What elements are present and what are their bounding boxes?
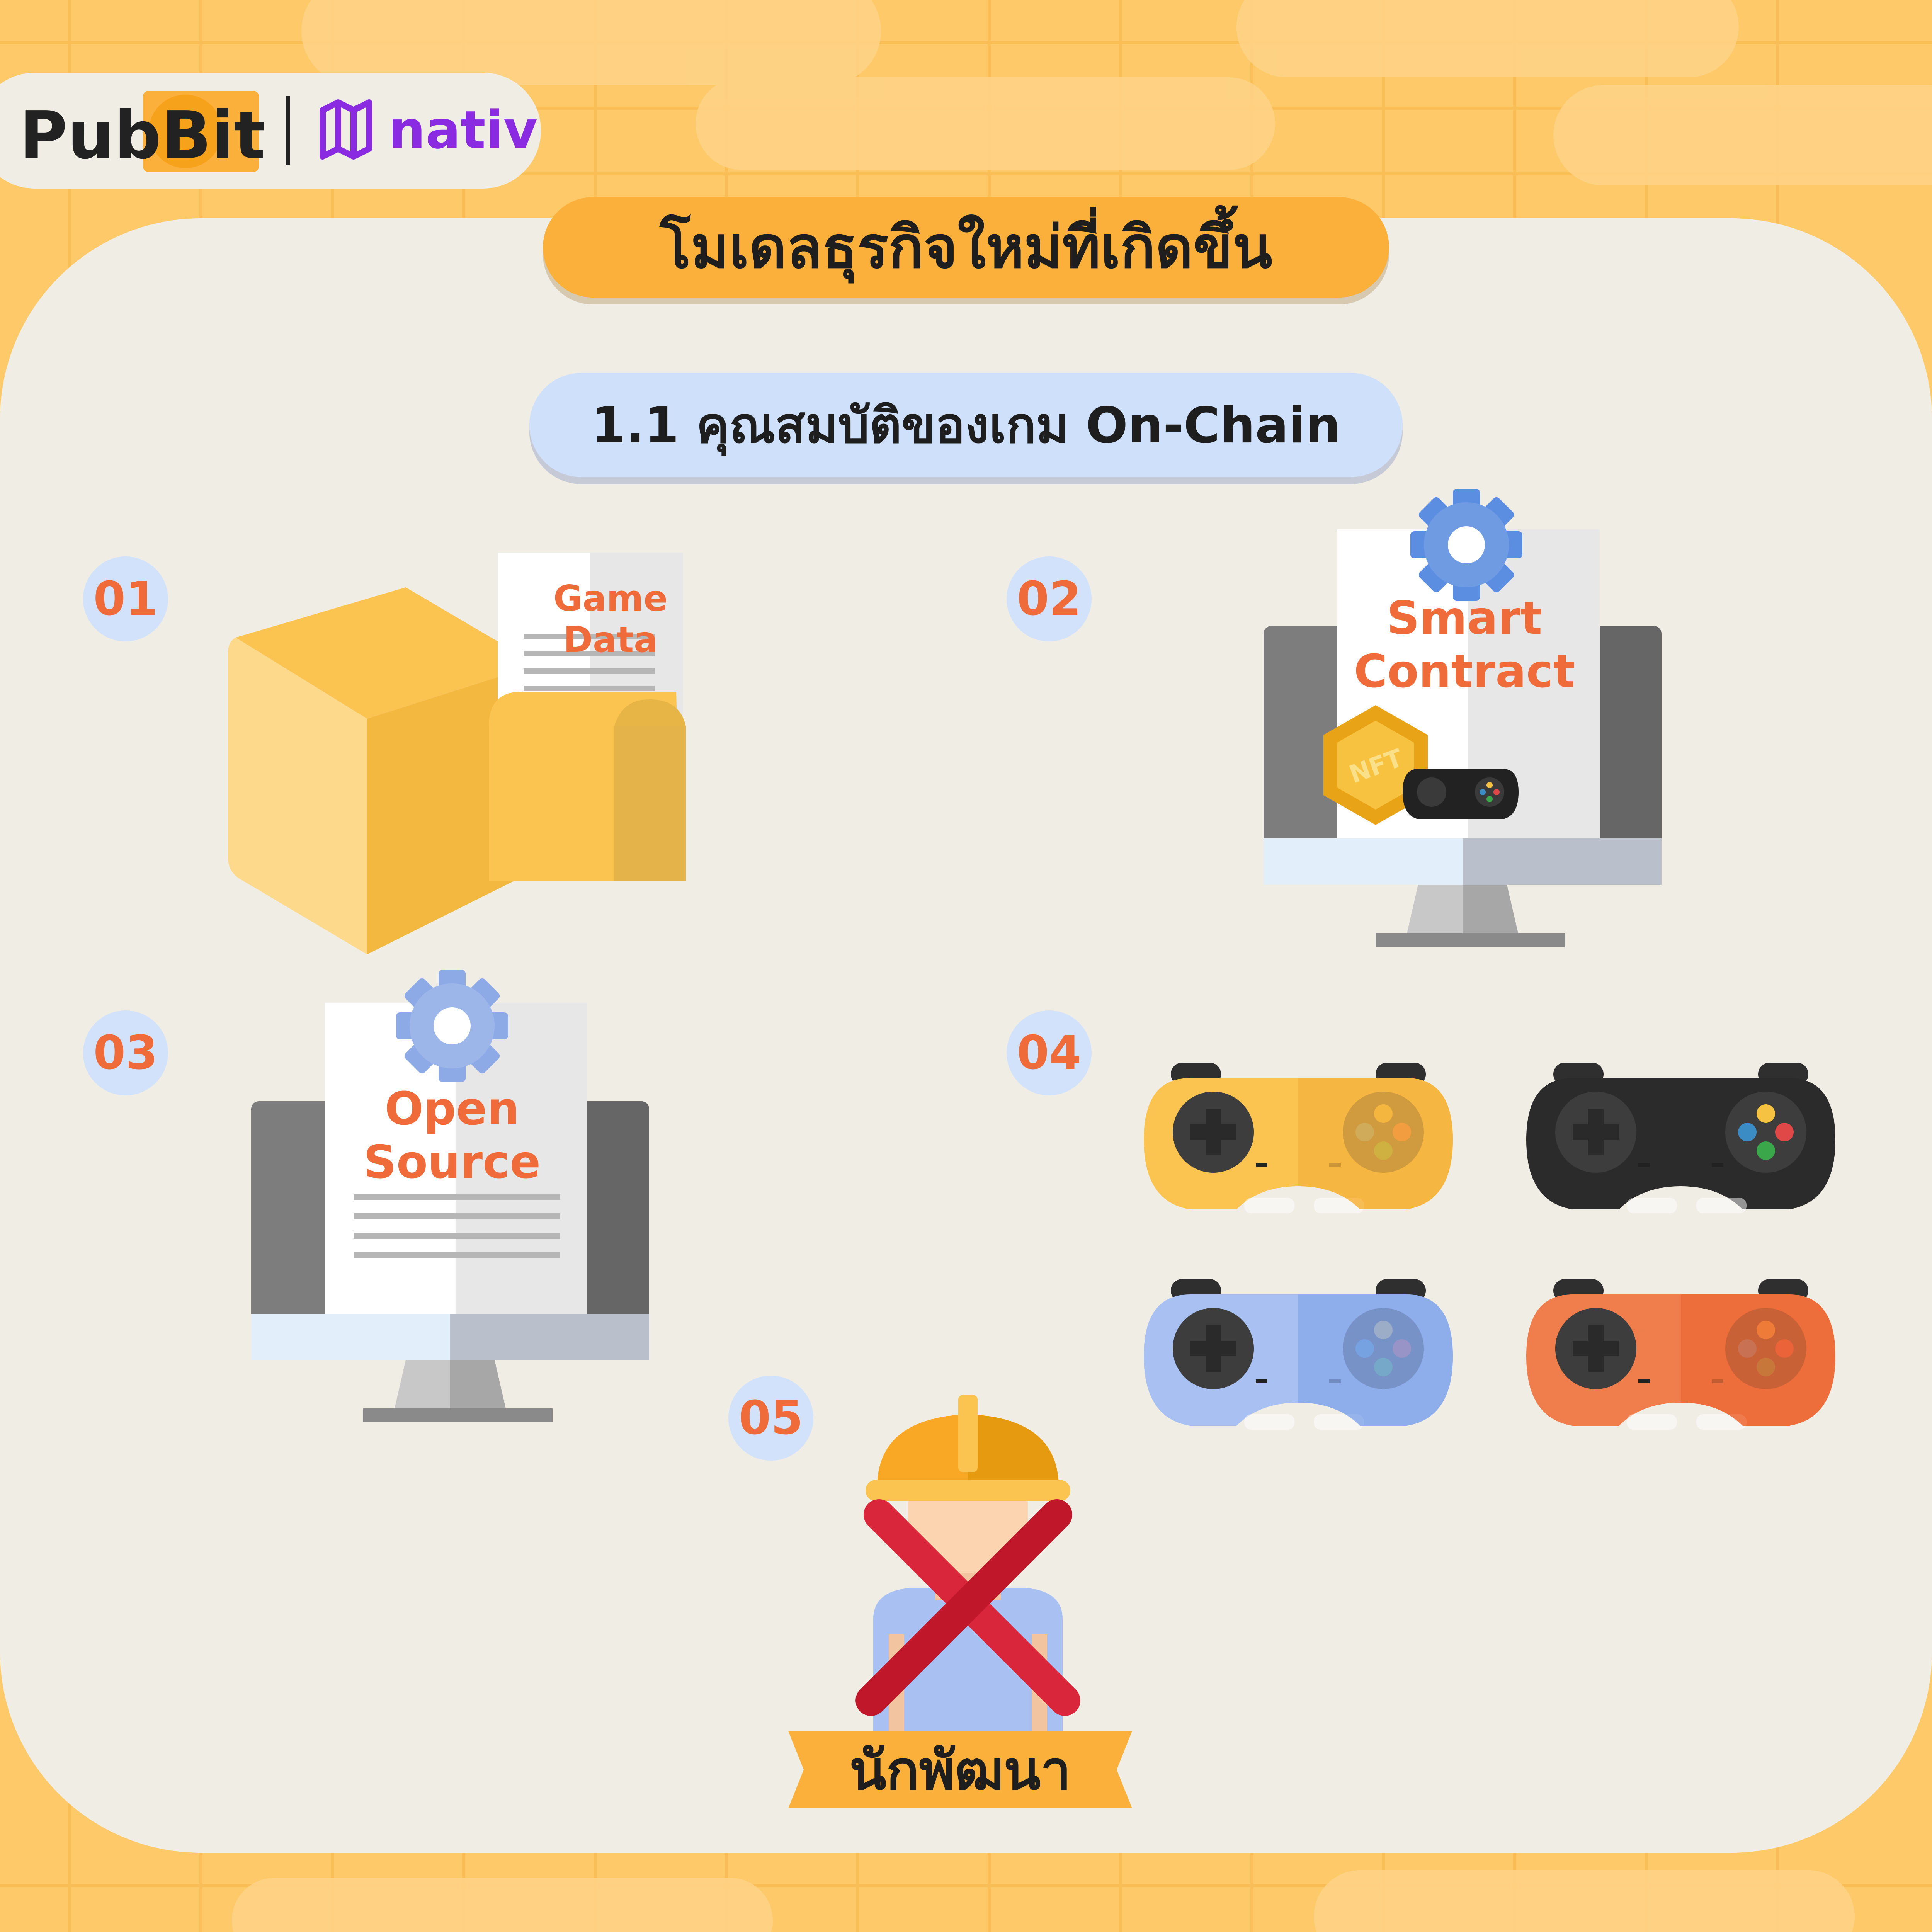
developer-illustration [855,1395,1080,1739]
pubbit-logo: PubBit [19,97,265,174]
game-data-illustration [228,553,686,954]
nft-coin-icon [1323,705,1428,825]
item-number-04: 04 [1007,1010,1092,1095]
pubbit-logo-mark [143,91,259,172]
item-number-01: 01 [83,556,168,641]
item-number-05: 05 [728,1376,813,1461]
nativ-logo-icon [320,99,372,160]
item-number-03: 03 [83,1010,168,1095]
gamepad-icon-blue [1144,1279,1453,1430]
smart-contract-label: Smart Contract [1329,591,1600,698]
game-data-label: Game Data [553,578,668,660]
page-title: โมเดลธุรกิจใหม่ที่เกิดขึ้น [543,197,1389,298]
section-subtitle-text: 1.1 คุณสมบัติของเกม On-Chain [591,396,1341,454]
gamepad-icon-yellow [1144,1063,1453,1213]
smart-contract-illustration: NFT [1264,489,1662,947]
page-title-text: โมเดลธุรกิจใหม่ที่เกิดขึ้น [660,214,1272,281]
developer-label: นักพัฒนา [849,1739,1071,1802]
banner-ribbon [788,1731,1132,1808]
document-icon [325,1003,587,1314]
item-number-02: 02 [1007,556,1092,641]
open-source-label: Open Source [317,1082,587,1189]
gamepad-icon-black [1526,1063,1835,1213]
gamepads-illustration [1144,1063,1835,1430]
developer-banner: นักพัฒนา [788,1731,1132,1808]
logo-divider [286,96,290,165]
open-source-illustration [251,970,649,1422]
smart-contract-line2: Contract [1354,645,1575,698]
logo-bar [0,73,541,189]
open-source-line2: Source [363,1135,541,1189]
gear-icon [396,970,508,1082]
gamepad-icon [1403,769,1519,819]
open-source-line1: Open [384,1082,520,1135]
cross-icon [855,1499,1080,1716]
gamepad-icon-orange [1526,1279,1835,1430]
nativ-logo: nativ [388,100,538,160]
gear-icon [1410,489,1522,601]
section-subtitle: 1.1 คุณสมบัติของเกม On-Chain [529,373,1403,477]
folder-icon [489,692,686,881]
smart-contract-line1: Smart [1386,591,1543,645]
